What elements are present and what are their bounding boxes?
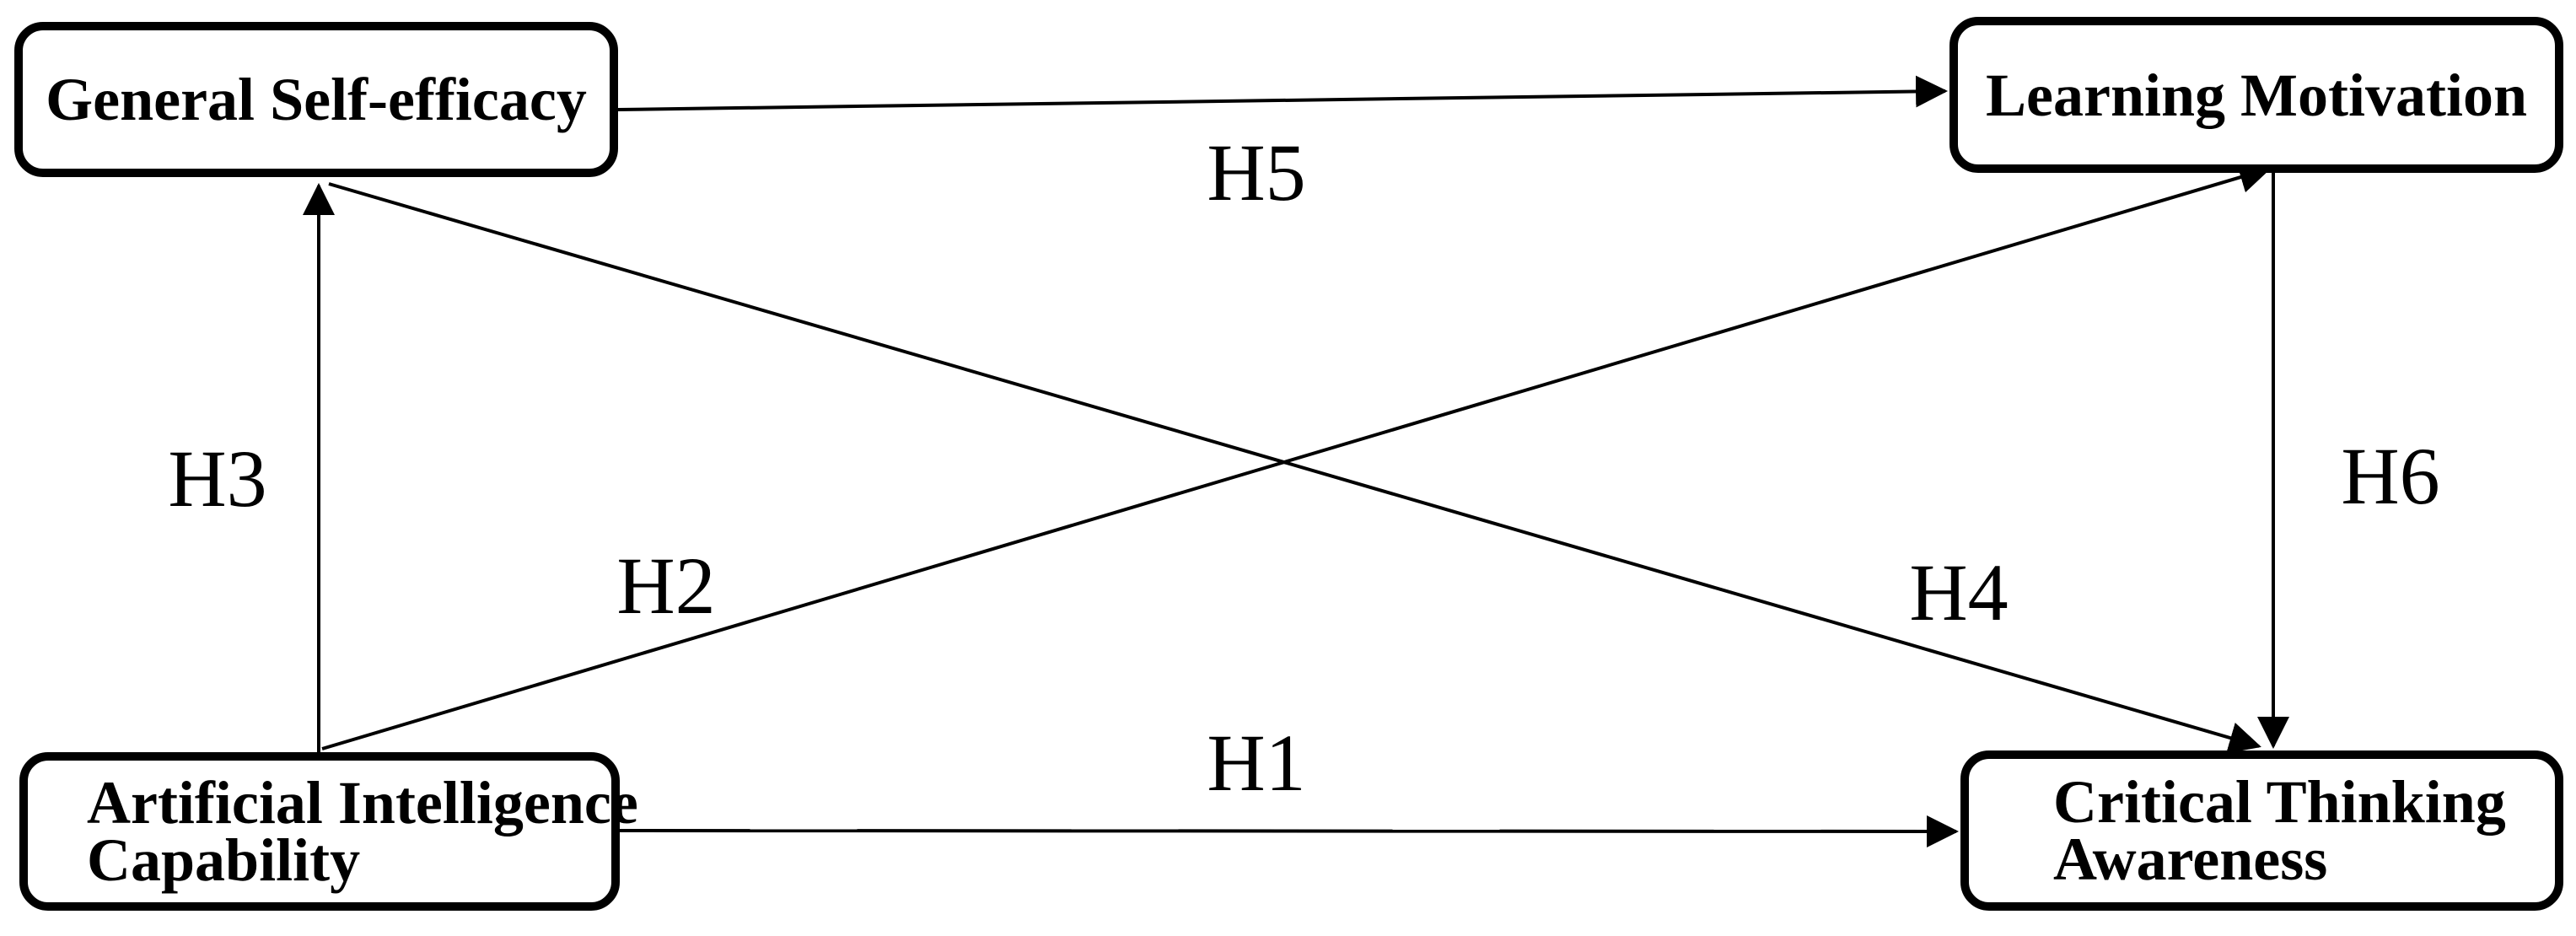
- hypothesis-label-h4: H4: [1909, 547, 2009, 637]
- hypothesis-label-h5: H5: [1207, 127, 1306, 218]
- hypothesis-label-h3: H3: [168, 433, 267, 524]
- h2-arrow: [321, 161, 2272, 750]
- h4-arrow: [328, 182, 2261, 754]
- hypothesis-label-h1: H1: [1207, 718, 1306, 808]
- hypothesis-label-h2: H2: [616, 541, 716, 631]
- node-artificial-intelligence-capability-label-line1: Artificial Intelligence: [87, 769, 638, 836]
- h5-arrow: [617, 75, 1949, 111]
- node-critical-thinking-awareness-label-line1: Critical Thinking: [2053, 768, 2506, 836]
- node-learning-motivation-label: Learning Motivation: [1986, 61, 2527, 129]
- node-artificial-intelligence-capability: Artificial Intelligence Capability: [19, 752, 638, 911]
- node-general-self-efficacy: General Self-efficacy: [14, 22, 618, 177]
- node-critical-thinking-awareness-label-line2: Awareness: [2053, 826, 2328, 893]
- node-artificial-intelligence-capability-label-line2: Capability: [87, 826, 361, 894]
- node-general-self-efficacy-label: General Self-efficacy: [46, 66, 587, 133]
- node-learning-motivation: Learning Motivation: [1949, 17, 2563, 173]
- node-critical-thinking-awareness: Critical Thinking Awareness: [1960, 750, 2563, 911]
- hypothesis-label-h6: H6: [2341, 431, 2440, 521]
